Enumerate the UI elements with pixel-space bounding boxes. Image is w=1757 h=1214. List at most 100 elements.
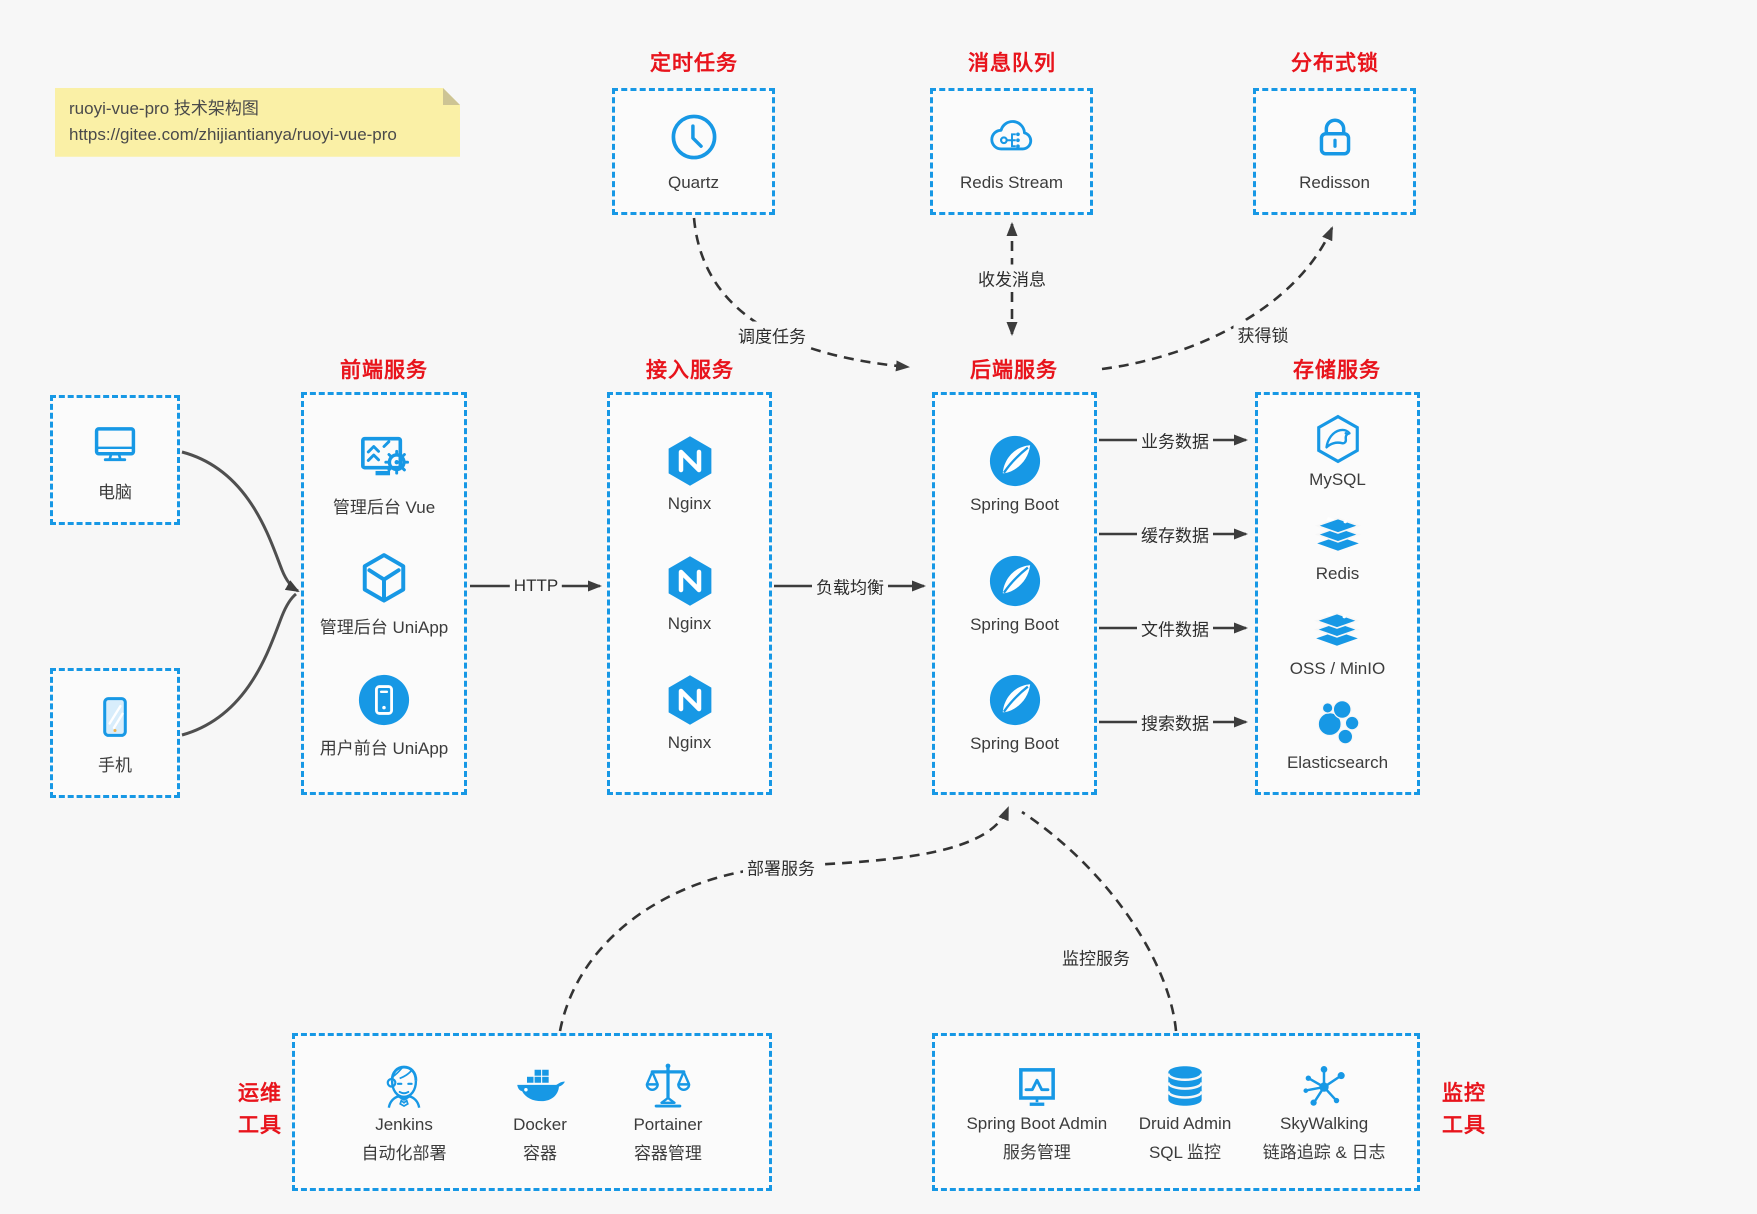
group-title-distributed-lock: 分布式锁 — [1291, 52, 1379, 75]
item-label: Nginx — [667, 613, 712, 633]
item-label: Jenkins — [375, 1115, 433, 1134]
group-title-message-queue: 消息队列 — [968, 52, 1056, 75]
desktop-icon — [89, 418, 141, 470]
edge-label-message: 收发消息 — [974, 264, 1050, 292]
cloud-network-icon — [986, 111, 1038, 163]
ops-item-jenkins: Jenkins 自动化部署 — [362, 1060, 447, 1164]
item-label: Spring Boot — [970, 734, 1059, 754]
edge-label-monitor: 监控服务 — [1058, 943, 1134, 971]
nginx-icon — [663, 434, 717, 488]
wire-acquire-lock — [1101, 226, 1334, 371]
note-url: https://gitee.com/zhijiantianya/ruoyi-vu… — [69, 125, 397, 145]
monitor-tools-title: 监控 工具 — [1436, 1078, 1492, 1141]
item-label: Spring Boot Admin — [966, 1114, 1108, 1133]
monitor-tools-title-line2: 工具 — [1442, 1113, 1486, 1137]
item-sublabel: SQL 监控 — [1148, 1143, 1222, 1162]
item-sublabel: 容器管理 — [633, 1144, 702, 1163]
access-item-nginx-1: Nginx — [663, 434, 717, 514]
node-quartz: Quartz — [612, 88, 775, 215]
clock-icon — [668, 111, 720, 163]
edge-label-http: HTTP — [509, 575, 563, 597]
item-label: Redis — [1315, 564, 1360, 584]
phone-icon — [89, 691, 141, 743]
node-ops-tools: Jenkins 自动化部署 Docker 容器 Portainer 容器管理 — [292, 1033, 772, 1191]
item-label: 用户前台 UniApp — [319, 738, 449, 758]
node-frontend-services: 管理后台 Vue 管理后台 UniApp 用户前台 UniApp — [301, 392, 467, 795]
item-label: Druid Admin — [1138, 1114, 1232, 1133]
frontend-item-admin-vue: 管理后台 Vue — [333, 429, 435, 518]
monitor-item-skywalking: SkyWalking 链路追踪 & 日志 — [1263, 1061, 1386, 1163]
monitor-item-spring-boot-admin: Spring Boot Admin 服务管理 — [966, 1061, 1107, 1163]
cube-icon — [356, 551, 412, 607]
node-computer: 电脑 — [50, 395, 180, 525]
redis-icon — [1313, 508, 1363, 558]
edge-label-search-data: 搜索数据 — [1137, 708, 1213, 736]
monitor-tools-title-line1: 监控 — [1442, 1082, 1486, 1105]
node-label: Redisson — [1299, 172, 1370, 192]
group-title-scheduled-task: 定时任务 — [650, 52, 738, 75]
backend-item-springboot-2: Spring Boot — [970, 553, 1059, 635]
wire-computer-to-frontend — [181, 450, 300, 593]
group-title-backend: 后端服务 — [970, 359, 1058, 382]
wire-monitor-service — [1021, 810, 1178, 1032]
item-label: 管理后台 Vue — [332, 497, 436, 517]
edge-label-acquire-lock: 获得锁 — [1233, 320, 1293, 348]
item-label: Portainer — [633, 1115, 703, 1134]
item-label: Docker — [513, 1115, 567, 1134]
storage-item-mysql: MySQL — [1309, 414, 1366, 490]
mobile-app-icon — [356, 672, 412, 728]
elasticsearch-icon — [1312, 697, 1362, 747]
monitor-item-druid-admin: Druid Admin SQL 监控 — [1138, 1061, 1232, 1163]
sticky-note: ruoyi-vue-pro 技术架构图 https://gitee.com/zh… — [55, 88, 460, 157]
node-redisson: Redisson — [1253, 88, 1416, 215]
frontend-item-user-uniapp: 用户前台 UniApp — [320, 672, 448, 759]
node-label: Quartz — [667, 172, 720, 192]
wire-deploy-service — [558, 806, 1010, 1032]
network-nodes-icon — [1299, 1061, 1349, 1111]
edge-label-load-balance: 负载均衡 — [812, 572, 888, 600]
note-fold-corner — [443, 88, 460, 105]
ops-tools-title: 运维 工具 — [232, 1078, 288, 1141]
item-label: Spring Boot — [970, 494, 1059, 514]
access-item-nginx-2: Nginx — [663, 554, 717, 634]
item-sublabel: 自动化部署 — [361, 1144, 447, 1163]
edge-label-business-data: 业务数据 — [1137, 426, 1213, 454]
edge-label-schedule: 调度任务 — [734, 321, 810, 349]
item-label: Spring Boot — [970, 614, 1059, 634]
node-mobile: 手机 — [50, 668, 180, 798]
spring-icon — [987, 553, 1043, 609]
item-label: Nginx — [667, 494, 712, 514]
ops-tools-title-line2: 工具 — [238, 1113, 282, 1137]
mysql-icon — [1313, 414, 1363, 464]
screen-gear-icon — [355, 429, 413, 487]
group-title-storage: 存储服务 — [1293, 359, 1381, 382]
lock-icon — [1309, 111, 1361, 163]
edge-label-file-data: 文件数据 — [1137, 614, 1213, 642]
item-sublabel: 服务管理 — [1002, 1143, 1071, 1162]
node-monitor-tools: Spring Boot Admin 服务管理 Druid Admin SQL 监… — [932, 1033, 1420, 1191]
item-label: 管理后台 UniApp — [319, 618, 449, 637]
item-label: Nginx — [667, 732, 712, 752]
backend-item-springboot-1: Spring Boot — [970, 433, 1059, 515]
item-label: MySQL — [1309, 469, 1366, 489]
item-label: SkyWalking — [1280, 1114, 1369, 1133]
item-label: OSS / MinIO — [1289, 658, 1386, 678]
jenkins-icon — [378, 1060, 430, 1112]
docker-icon — [514, 1060, 566, 1112]
database-icon — [1160, 1061, 1210, 1111]
note-title: ruoyi-vue-pro 技术架构图 — [69, 99, 259, 118]
spring-icon — [987, 672, 1043, 728]
group-title-access: 接入服务 — [646, 359, 734, 382]
ops-item-docker: Docker 容器 — [513, 1060, 567, 1164]
monitor-pulse-icon — [1012, 1061, 1062, 1111]
node-label: 手机 — [98, 755, 132, 775]
node-redis-stream: Redis Stream — [930, 88, 1093, 215]
ops-item-portainer: Portainer 容器管理 — [633, 1060, 702, 1164]
item-sublabel: 容器 — [522, 1144, 557, 1163]
ops-tools-title-line1: 运维 — [238, 1082, 282, 1105]
nginx-icon — [663, 554, 717, 608]
node-backend-services: Spring Boot Spring Boot Spring Boot — [932, 392, 1097, 795]
wire-phone-to-frontend — [181, 592, 297, 737]
storage-item-elasticsearch: Elasticsearch — [1287, 697, 1388, 773]
